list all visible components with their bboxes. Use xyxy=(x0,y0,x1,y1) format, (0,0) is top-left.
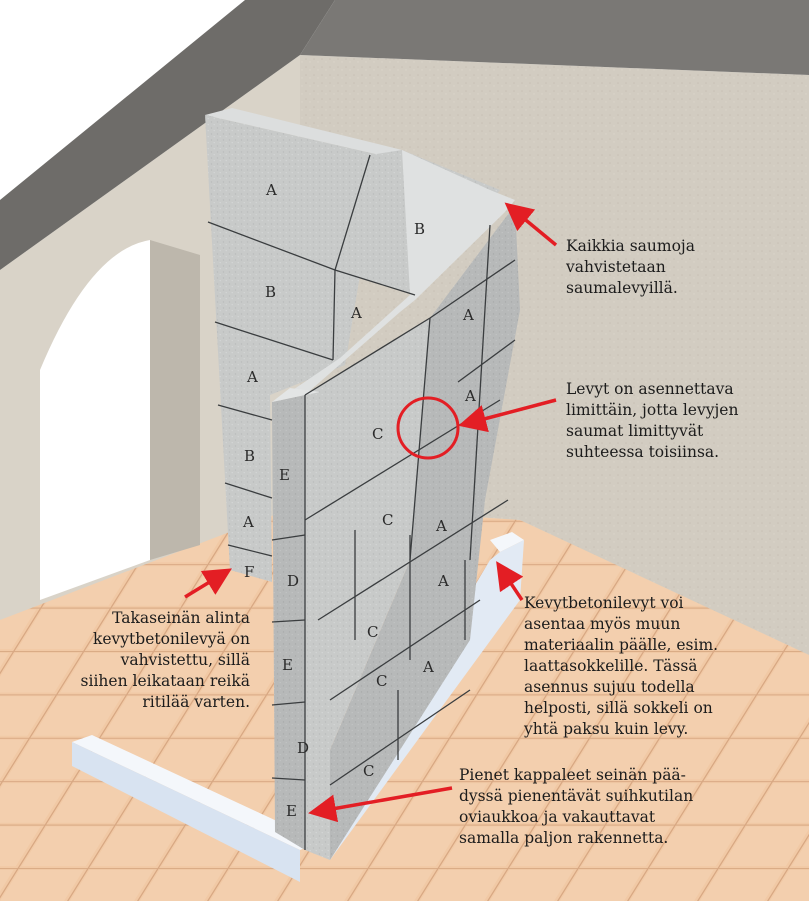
panel-label: A xyxy=(422,658,434,676)
left-wall-top-edge xyxy=(0,0,335,270)
panel-label: B xyxy=(265,283,276,301)
panel-label: A xyxy=(350,304,362,322)
panel-label: D xyxy=(297,739,309,757)
panel-label: F xyxy=(244,563,254,581)
end-panel-top xyxy=(272,388,320,402)
arrow-staggered xyxy=(458,398,557,433)
back-panel-face xyxy=(205,115,380,582)
callout-staggered-panels: Levyt on asennettava limittäin, jotta le… xyxy=(566,380,739,461)
side-wall-top-edge xyxy=(278,150,515,400)
side-wall-face xyxy=(330,205,520,860)
panel-label: B xyxy=(414,220,425,238)
callout-small-end-pieces: Pienet kappaleet seinän pää- dyssä piene… xyxy=(459,766,694,847)
tile-plinth-front xyxy=(72,742,300,882)
panel-label: C xyxy=(367,623,378,641)
panel-label: A xyxy=(435,517,447,535)
panel-label: C xyxy=(363,762,374,780)
arrow-bottom-panel xyxy=(184,568,232,599)
panel-label: A xyxy=(464,387,476,405)
callout-arrows xyxy=(184,202,558,823)
panel-label: C xyxy=(372,425,383,443)
panel-label: D xyxy=(287,572,299,590)
panel-label: C xyxy=(376,672,387,690)
callout-tile-plinth: Kevytbetonilevyt voi asentaa myös muun m… xyxy=(524,594,719,738)
tile-plinth-top xyxy=(72,735,322,850)
callout-bottom-panel-reinforced: Takaseinän alinta kevytbetonilevyä on va… xyxy=(80,609,250,711)
window-opening xyxy=(40,240,150,600)
end-panel-column-face xyxy=(272,395,305,850)
callout-seams-reinforced: Kaikkia saumoja vahvistetaan saumalevyil… xyxy=(566,237,695,297)
panel-label: C xyxy=(382,511,393,529)
arrow-plinth xyxy=(496,561,524,601)
seam-highlight-circle xyxy=(396,396,460,460)
panel-label: A xyxy=(265,181,277,199)
panel-label: E xyxy=(282,656,293,674)
panel-label: A xyxy=(242,513,254,531)
panel-label: A xyxy=(437,572,449,590)
back-wall-top-edge xyxy=(300,0,809,75)
panel-label: E xyxy=(286,802,297,820)
arrow-end-pieces xyxy=(308,786,453,823)
panel-label: A xyxy=(462,306,474,324)
panel-label: A xyxy=(246,368,258,386)
panel-label: E xyxy=(279,466,290,484)
panel-label: B xyxy=(244,447,255,465)
tile-plinth-right-top xyxy=(490,532,524,552)
back-panel-top-edge xyxy=(205,108,402,155)
arrow-seams xyxy=(504,202,558,247)
window-reveal xyxy=(150,240,200,560)
